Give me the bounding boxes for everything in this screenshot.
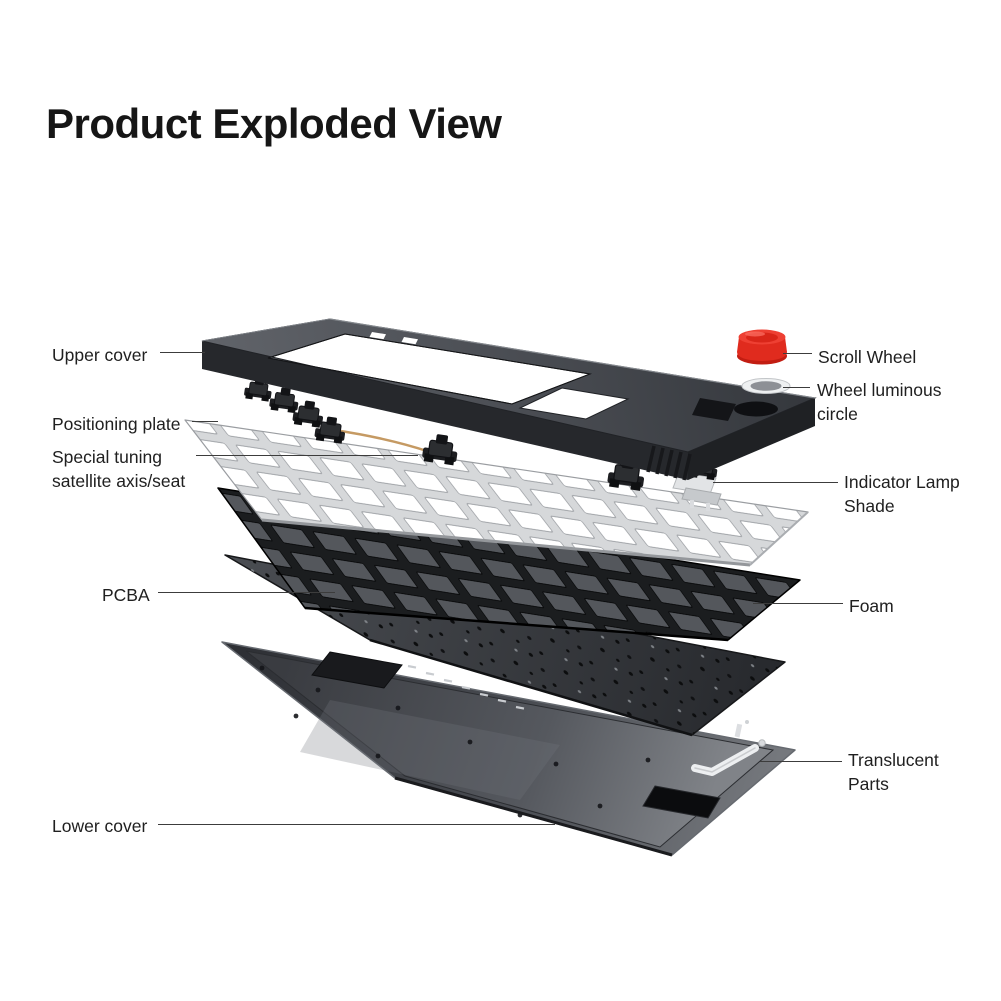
tuning-wire [333,428,431,454]
callout-indicator-lamp-shade: Indicator Lamp Shade [844,472,960,516]
leader-translucent-parts [760,761,842,762]
scroll-wheel-part [737,329,787,365]
callout-pcba: PCBA [102,585,150,605]
positioning-plate-part [184,419,809,567]
callout-lower-cover: Lower cover [52,816,148,836]
tray-recess [311,651,403,689]
cover-back-slot [401,337,418,345]
leader-indicator-lamp-shade [713,482,838,483]
callout-positioning-plate: Positioning plate [52,414,181,434]
leader-positioning-plate [192,421,218,422]
callout-translucent-parts: Translucent Parts [848,750,939,794]
page-title: Product Exploded View [46,100,502,147]
leader-foam [753,603,843,604]
leader-scroll-wheel [783,353,812,354]
cover-vents [646,445,692,481]
callout-special-tuning: Special tuning satellite axis/seat [52,447,186,491]
translucent-parts-part [691,720,766,776]
tray-port-slot [642,785,721,819]
cover-back-slot [369,332,386,340]
wheel-hole [734,401,778,417]
callout-foam: Foam [849,596,894,616]
leader-special-tuning [196,455,418,456]
callout-wheel-luminous-circle: Wheel luminous circle [817,380,942,424]
leader-upper-cover [160,352,205,353]
leader-lower-cover [158,824,555,825]
wheel-luminous-circle-part [741,378,791,394]
upper-cover-part [201,318,817,481]
callout-upper-cover: Upper cover [52,345,148,365]
leader-wheel-luminous-circle [783,387,810,388]
pcba-edge-pins [407,664,525,710]
leader-pcba [158,592,335,593]
callout-scroll-wheel: Scroll Wheel [818,347,917,367]
lower-cover-part [221,641,796,857]
